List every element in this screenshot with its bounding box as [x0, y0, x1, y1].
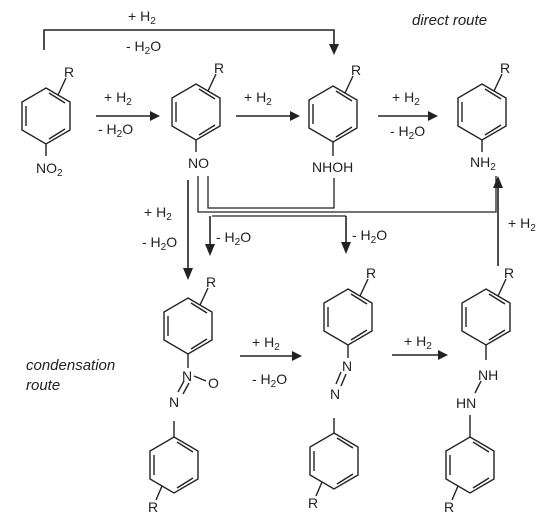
arrowhead — [150, 111, 160, 121]
r-label: R — [351, 62, 361, 78]
r-label: R — [308, 495, 318, 511]
r-label: R — [214, 60, 224, 76]
nitroso-group-label: NO — [188, 155, 209, 171]
azoxy-n-label: N — [169, 394, 179, 410]
nitrosobenzene-ring — [171, 73, 221, 152]
hydrazo-nh-label: NH — [478, 367, 498, 383]
r-label: R — [500, 60, 510, 76]
arrowhead — [292, 351, 302, 361]
phenylhydroxylamine-ring — [308, 75, 358, 156]
azobenzene-bottom-ring — [309, 418, 359, 497]
azoxy-n-label: N — [182, 368, 192, 384]
azobenzene-top-ring — [323, 278, 373, 358]
arrowhead — [183, 268, 193, 280]
h2-addition-label: + H2 — [144, 204, 172, 223]
nitro-group-label: NO2 — [36, 160, 63, 179]
condensation-route-word: route — [26, 377, 60, 394]
azoxybenzene-bottom-ring — [149, 421, 199, 501]
water-loss-label: - H2O — [142, 234, 177, 253]
functional-group-labels: NO2 NO NHOH NH2 N O N N N NH HN — [36, 154, 498, 411]
r-label: R — [366, 265, 376, 281]
arrowhead — [341, 242, 351, 254]
azo-double-bond — [335, 371, 347, 387]
condensation-connector — [207, 176, 335, 209]
hydrazobenzene-top-ring — [461, 278, 511, 360]
arrowhead — [329, 44, 339, 55]
water-loss-label: - H2O — [98, 121, 133, 140]
arrowhead — [493, 176, 503, 188]
substituent-labels: R R R R R R R R R R — [64, 60, 514, 515]
water-loss-label: - H2O — [216, 229, 251, 248]
hydrazo-hn-label: HN — [456, 395, 476, 411]
condensation-connector — [197, 176, 497, 213]
hydrazo-single-bond — [474, 380, 482, 394]
h2-addition-label: + H2 — [252, 334, 280, 353]
r-label: R — [444, 499, 454, 515]
direct-route-bracket — [43, 29, 335, 50]
arrowhead — [438, 350, 448, 360]
r-label: R — [148, 499, 158, 515]
h2-addition-label: + H2 — [104, 89, 132, 108]
aniline-ring — [457, 73, 507, 152]
r-label: R — [206, 274, 216, 290]
r-label: R — [64, 64, 74, 80]
h2-addition-label: + H2 — [508, 215, 536, 234]
hydroxylamine-group-label: NHOH — [312, 159, 353, 175]
h2-addition-label: + H2 — [404, 333, 432, 352]
hydrazobenzene-bottom-ring — [445, 415, 495, 501]
arrowhead — [290, 111, 300, 121]
water-loss-label: - H2O — [126, 38, 161, 57]
condensation-route-title: condensation route — [26, 357, 115, 394]
nitrobenzene-ring — [21, 77, 71, 156]
water-loss-label: - H2O — [352, 227, 387, 246]
h2-addition-label: + H2 — [244, 89, 272, 108]
arrowhead — [428, 111, 438, 121]
azo-n-label: N — [342, 358, 352, 374]
azoxy-bonds — [177, 375, 207, 395]
arrowhead — [205, 244, 215, 256]
h2-addition-label: + H2 — [392, 89, 420, 108]
direct-route-title: direct route — [412, 12, 487, 29]
condensation-route-word: condensation — [26, 357, 115, 374]
r-label: R — [504, 265, 514, 281]
azo-n-label: N — [330, 386, 340, 402]
h2-addition-label: + H2 — [128, 8, 156, 27]
amine-group-label: NH2 — [470, 154, 496, 173]
water-loss-label: - H2O — [390, 123, 425, 142]
water-loss-label: - H2O — [252, 371, 287, 390]
condensation-route-line: condensation route — [26, 357, 115, 394]
azoxybenzene-top-ring — [163, 287, 213, 368]
azoxy-oxide-label: O — [208, 375, 219, 391]
